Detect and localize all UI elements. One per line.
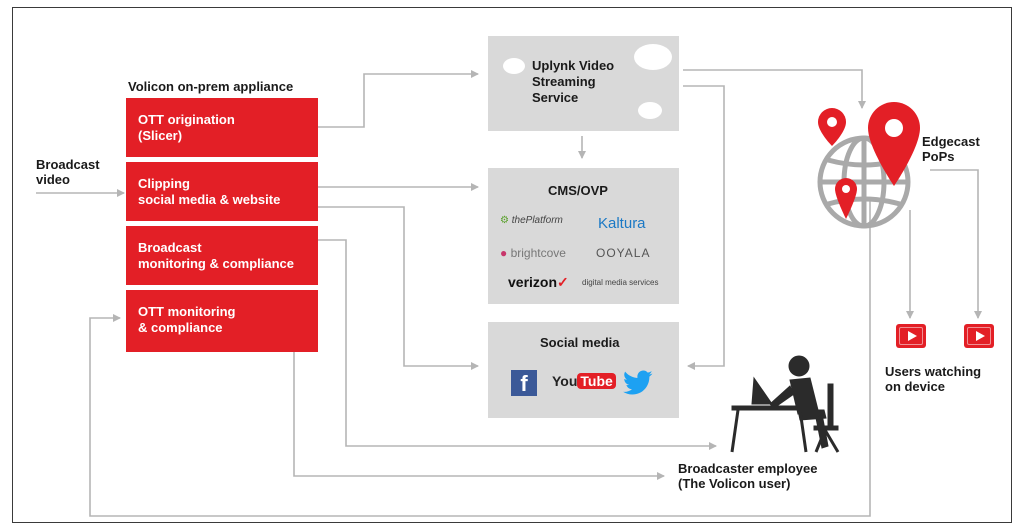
verizon-check-icon: ✓: [557, 274, 569, 290]
cms-ovp-box: CMS/OVP ⚙ thePlatform Kaltura ● brightco…: [488, 168, 679, 304]
brightcove-icon: ●: [500, 246, 508, 260]
cloud-icon: [634, 44, 672, 70]
twitter-icon: [623, 370, 653, 395]
diagram-border: [12, 7, 1012, 523]
youtube-you-text: You: [552, 373, 578, 389]
broadcast-video-label: Broadcast video: [36, 157, 100, 187]
appliance-title: Volicon on-prem appliance: [128, 79, 294, 94]
uplynk-to-social-line: [683, 85, 725, 370]
person-at-desk-icon: [730, 355, 840, 453]
youtube-tube-text: Tube: [577, 373, 616, 389]
edgecast-pops-label: Edgecast PoPs: [922, 134, 980, 164]
broadcaster-employee-label: Broadcaster employee (The Volicon user): [678, 461, 818, 491]
ott-origination-module: OTT origination (Slicer): [126, 98, 318, 157]
edgecast-feedback-loop-line: [89, 200, 871, 517]
map-pin-icon: [818, 108, 846, 146]
edgecast-to-user2-line: [930, 169, 982, 319]
digital-media-services-logo: digital media services: [582, 278, 659, 287]
map-pin-icon: [868, 102, 920, 186]
facebook-icon: f: [511, 370, 537, 396]
theplatform-icon: ⚙: [500, 215, 509, 226]
ott-monitoring-to-employee-line: [293, 352, 665, 480]
broadcast-monitoring-to-employee-line: [318, 239, 717, 450]
verizon-text: verizon: [508, 274, 558, 290]
edgecast-globe-graphic: [817, 102, 920, 229]
clipping-to-social-line: [318, 206, 479, 370]
verizon-logo: verizon✓: [508, 274, 569, 291]
ooyala-logo: OOYALA: [596, 246, 651, 260]
uplynk-to-edgecast-line: [683, 69, 866, 109]
cloud-icon: [503, 58, 525, 74]
uplynk-service-box: Uplynk Video Streaming Service: [488, 36, 679, 131]
slicer-to-uplynk-line: [318, 70, 479, 128]
uplynk-title: Uplynk Video Streaming Service: [532, 58, 615, 105]
brightcove-text: brightcove: [510, 246, 566, 260]
cloud-icon: [638, 102, 662, 119]
clipping-module: Clipping social media & website: [126, 162, 318, 221]
play-screen-icon: [896, 324, 926, 348]
users-watching-label: Users watching on device: [885, 364, 982, 394]
ott-monitoring-module: OTT monitoring & compliance: [126, 290, 318, 352]
kaltura-logo: Kaltura: [598, 215, 646, 232]
map-pin-icon: [835, 178, 857, 219]
play-screen-icon: [964, 324, 994, 348]
brightcove-logo: ● brightcove: [500, 246, 566, 260]
social-media-title: Social media: [540, 335, 620, 350]
theplatform-logo: ⚙ thePlatform: [500, 215, 563, 226]
cms-ovp-title: CMS/OVP: [548, 183, 608, 198]
broadcast-monitoring-module: Broadcast monitoring & compliance: [126, 226, 318, 285]
theplatform-text: thePlatform: [511, 215, 563, 226]
